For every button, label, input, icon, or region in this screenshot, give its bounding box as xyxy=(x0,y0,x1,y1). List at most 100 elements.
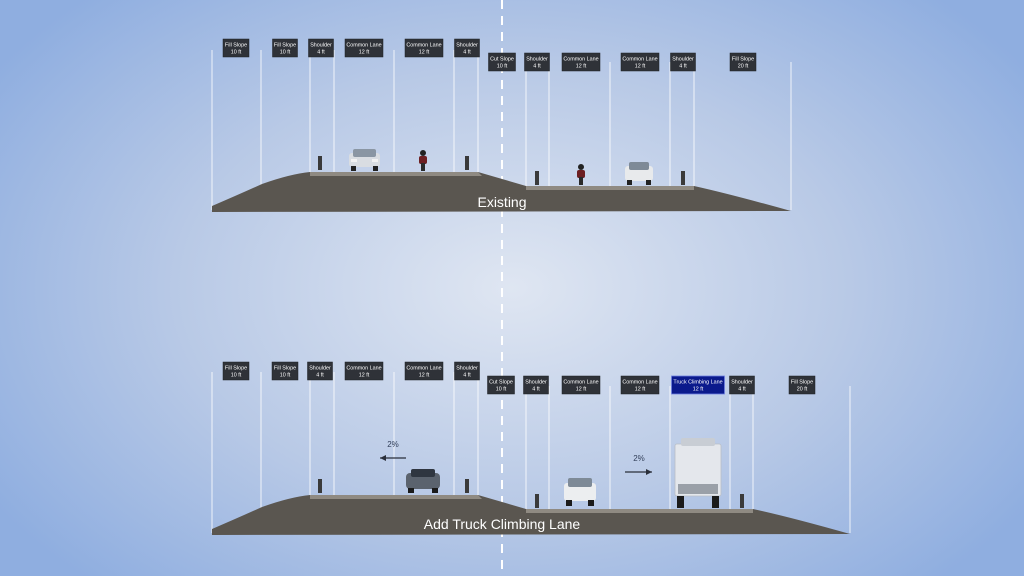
lane-label-box xyxy=(620,52,660,72)
lane-label-name: Shoulder xyxy=(525,380,547,386)
lane-label-box xyxy=(344,38,384,58)
lane-label-name: Cut Slope xyxy=(489,380,513,386)
lane-label-width: 4 ft xyxy=(679,64,687,70)
lane-label-box xyxy=(620,375,660,395)
lane-label-box xyxy=(454,38,480,58)
pavement-left-proposed xyxy=(310,495,482,499)
lane-label-width: 4 ft xyxy=(533,64,541,70)
guardrail-post-icon xyxy=(318,156,685,185)
arrow-right-icon xyxy=(625,469,652,475)
lane-label-box xyxy=(272,38,298,58)
lane-label-width: 12 ft xyxy=(419,373,430,379)
lane-label-width: 4 ft xyxy=(463,50,471,56)
lane-label-box xyxy=(271,361,299,381)
lane-label-name: Shoulder xyxy=(672,57,694,63)
lane-label-box xyxy=(404,38,444,58)
lane-label-name: Fill Slope xyxy=(225,43,247,49)
lane-label-name: Fill Slope xyxy=(274,366,296,372)
lane-label-name: Shoulder xyxy=(456,366,478,372)
lane-label-box xyxy=(307,361,333,381)
lane-label-name: Fill Slope xyxy=(791,380,813,386)
lane-label-name: Truck Climbing Lane xyxy=(673,380,722,386)
car-icon xyxy=(406,469,440,493)
lane-label-box xyxy=(561,52,601,72)
guardrail-post-icon xyxy=(318,479,744,508)
lane-label-name: Shoulder xyxy=(526,57,548,63)
lane-label-name: Shoulder xyxy=(731,380,753,386)
truck-icon xyxy=(674,438,722,508)
lane-label-name: Common Lane xyxy=(346,43,381,49)
lane-label-width: 10 ft xyxy=(497,64,508,70)
lane-label-width: 12 ft xyxy=(576,64,587,70)
car-icon xyxy=(564,478,596,506)
lane-label-name: Common Lane xyxy=(406,43,441,49)
lane-label-box xyxy=(308,38,334,58)
lane-label-box xyxy=(488,52,516,72)
lane-label-width: 20 ft xyxy=(738,64,749,70)
lane-label-name: Cut Slope xyxy=(490,57,514,63)
lane-label-name: Fill Slope xyxy=(274,43,296,49)
lane-label-width: 10 ft xyxy=(496,387,507,393)
lane-label-name: Common Lane xyxy=(346,366,381,372)
arrow-left-icon xyxy=(380,455,406,461)
lane-label-box xyxy=(222,361,250,381)
lane-label-box xyxy=(729,375,755,395)
lane-label-box xyxy=(222,38,250,58)
lane-label-box xyxy=(524,52,550,72)
pavement-right-proposed xyxy=(526,509,753,513)
slope-label-right: 2% xyxy=(633,454,645,463)
lane-label-name: Common Lane xyxy=(563,57,598,63)
poles-proposed xyxy=(211,372,851,533)
section-title-proposed: Add Truck Climbing Lane xyxy=(424,516,581,532)
lane-label-width: 12 ft xyxy=(419,50,430,56)
lane-label-width: 4 ft xyxy=(316,373,324,379)
lane-label-box xyxy=(487,375,515,395)
lane-label-width: 4 ft xyxy=(738,387,746,393)
section-title-existing: Existing xyxy=(477,194,526,210)
motorcycle-icon xyxy=(419,150,427,171)
lane-label-width: 4 ft xyxy=(532,387,540,393)
embankment-proposed xyxy=(212,495,850,535)
pavement-left-existing xyxy=(310,172,482,176)
lane-label-box xyxy=(670,52,696,72)
motorcycle-icon xyxy=(577,164,585,185)
lane-label-box xyxy=(344,361,384,381)
lane-label-width: 12 ft xyxy=(635,387,646,393)
car-icon xyxy=(349,149,380,171)
lane-label-width: 10 ft xyxy=(231,373,242,379)
lane-label-name: Shoulder xyxy=(309,366,331,372)
lane-label-width: 12 ft xyxy=(635,64,646,70)
poles-existing xyxy=(211,50,792,210)
lane-label-width: 4 ft xyxy=(317,50,325,56)
embankment-existing xyxy=(212,172,791,212)
lane-label-box xyxy=(404,361,444,381)
pavement-right-existing xyxy=(526,186,694,190)
lane-label-name: Common Lane xyxy=(622,380,657,386)
lane-label-box xyxy=(561,375,601,395)
lane-label-width: 12 ft xyxy=(359,50,370,56)
lane-label-width: 12 ft xyxy=(359,373,370,379)
lane-label-box xyxy=(729,52,757,72)
lane-label-box xyxy=(454,361,480,381)
